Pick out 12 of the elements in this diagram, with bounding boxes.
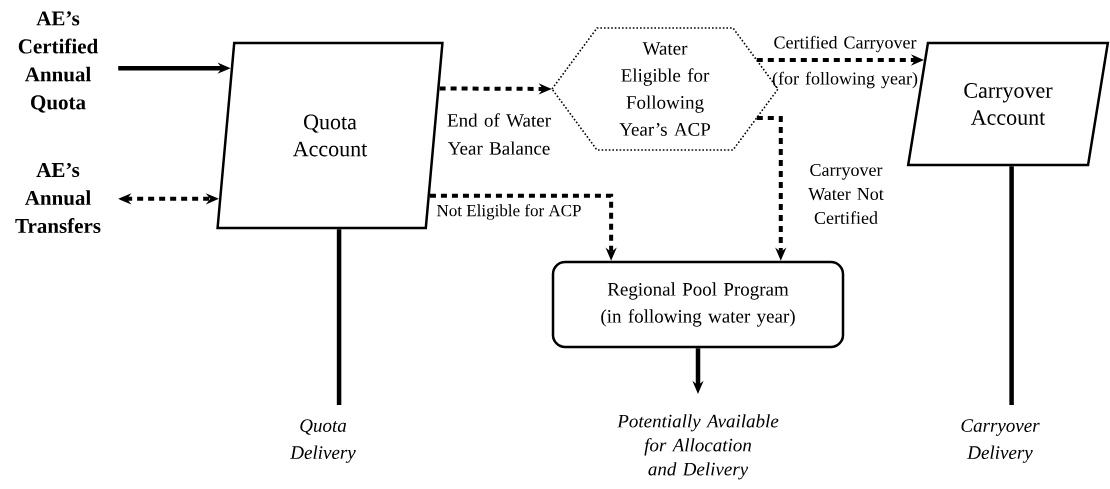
- connector-line: [336, 229, 342, 405]
- outcome-label: Carryover Delivery: [961, 419, 1040, 463]
- edge-label: Carryover Water Not Certified: [808, 163, 884, 225]
- edge-label: Not Eligible for ACP: [437, 204, 581, 220]
- source-label: AE’s Annual Transfers: [15, 162, 101, 234]
- process-box: Regional Pool Program (in following water year): [551, 260, 845, 349]
- outcome-label: Quota Delivery: [290, 419, 356, 463]
- outcome-label: Potentially Available for Allocation and Delivery: [617, 414, 779, 480]
- edge-label: End of Water Year Balance: [447, 113, 551, 155]
- connector-line: [1009, 166, 1014, 405]
- edge-label: Certified Carryover (for following year): [772, 35, 918, 89]
- source-label: AE’s Certified Annual Quota: [18, 11, 99, 113]
